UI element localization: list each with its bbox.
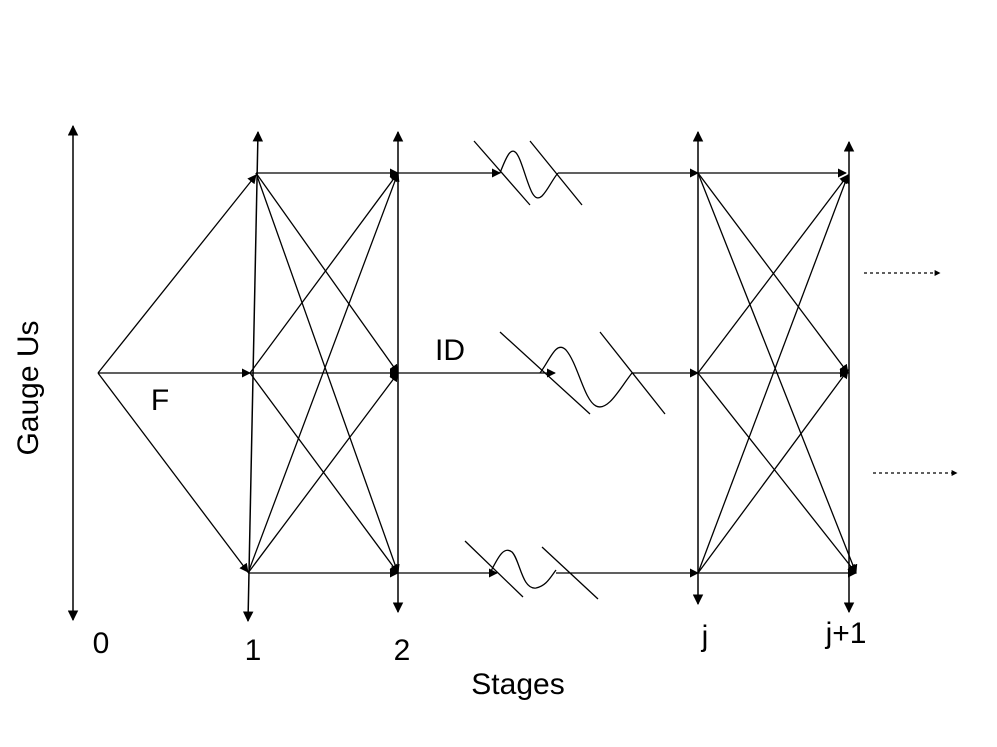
stage-label-j-plus-1: j+1 xyxy=(825,617,867,650)
stage-label-0: 0 xyxy=(93,627,110,660)
edges-stage-1-2 xyxy=(247,168,400,578)
edge-label-f: F xyxy=(151,384,169,417)
edges-stage-0-1 xyxy=(97,174,257,573)
edge-label-id: ID xyxy=(435,334,465,367)
stage-label-j: j xyxy=(701,620,709,653)
edges-stage-2-to-j xyxy=(398,140,699,600)
x-axis-label: Stages xyxy=(471,668,564,701)
stage-label-2: 2 xyxy=(394,634,411,667)
stage-label-1: 1 xyxy=(245,634,262,667)
y-axis-label: Gauge Us xyxy=(12,320,45,455)
edges-stage-j-j1 xyxy=(697,168,858,578)
